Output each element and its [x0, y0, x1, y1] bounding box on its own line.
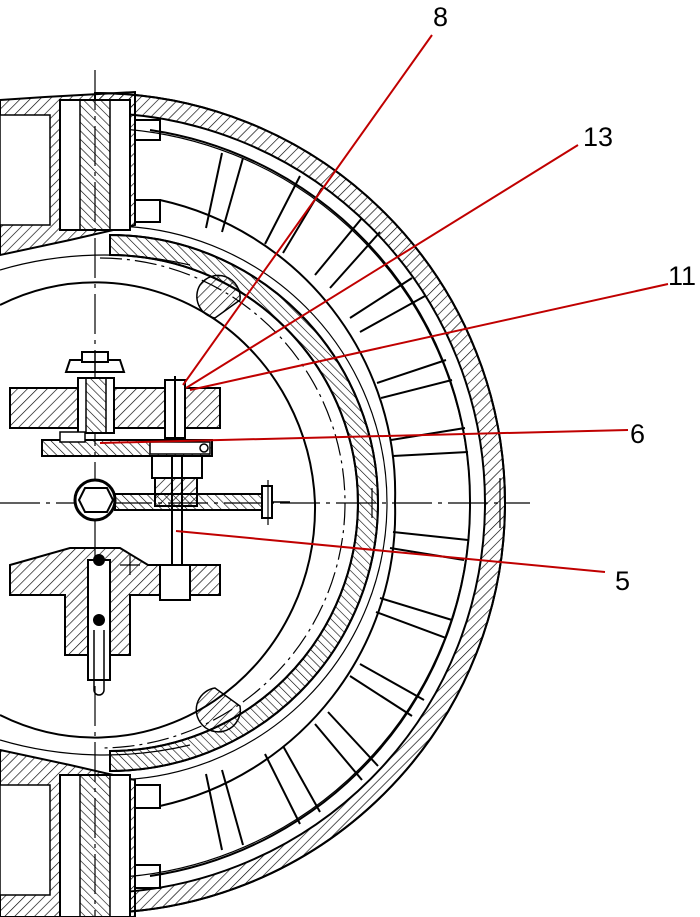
upper-bracket: [9, 376, 221, 445]
leader-11: [189, 283, 669, 391]
adjustment-knob: [64, 351, 126, 373]
leader-5: [175, 530, 606, 573]
callout-5: 5: [615, 566, 630, 596]
leader-6: [99, 429, 629, 444]
callout-6: 6: [630, 419, 645, 449]
callout-11: 11: [668, 261, 696, 291]
callout-8: 8: [433, 2, 448, 32]
leader-8: [182, 34, 433, 386]
lower-left-void: [0, 784, 51, 896]
leader-13: [185, 144, 579, 389]
inner-casing-outer-line: [109, 234, 380, 772]
lever-arm: [41, 431, 213, 457]
inner-casing-thin-line: [109, 225, 388, 781]
callout-13: 13: [583, 122, 613, 152]
lower-notch: [195, 687, 242, 733]
tie-arm: [73, 478, 290, 525]
upper-left-void: [0, 114, 51, 226]
lower-bracket: [9, 547, 221, 696]
lower-flange-step: [135, 784, 161, 889]
leader-lines: [99, 34, 669, 573]
vanes: [205, 152, 469, 851]
upper-flange-step: [135, 119, 161, 223]
upper-notch: [196, 274, 241, 319]
